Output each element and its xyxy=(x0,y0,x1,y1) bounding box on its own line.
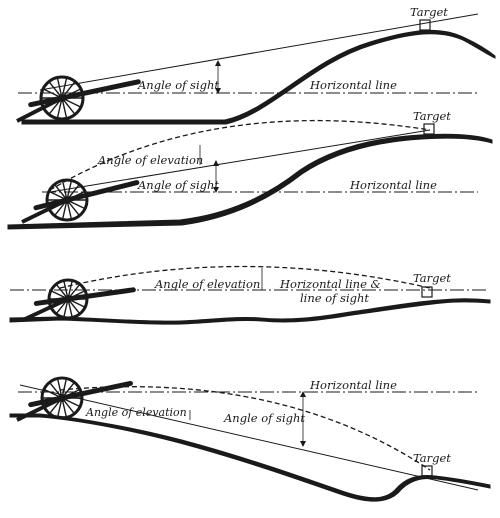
field-gun xyxy=(21,178,140,224)
target-label: Target xyxy=(413,451,451,465)
target-marker xyxy=(419,19,431,31)
arrowhead xyxy=(215,60,221,66)
angle-of-elevation-label: Angle of elevation xyxy=(154,277,260,291)
horizontal-line-label: Horizontal line xyxy=(309,78,397,92)
hill-ground xyxy=(7,133,493,230)
arrowhead xyxy=(213,160,219,166)
target-marker xyxy=(423,123,435,135)
line-of-sight xyxy=(49,129,431,193)
field-gun xyxy=(16,75,141,123)
horizontal-line-label-2: line of sight xyxy=(300,291,369,305)
ground xyxy=(9,298,491,325)
angle-of-elevation-label: Angle of elevation xyxy=(85,406,187,419)
angle-of-sight-label: Angle of sight xyxy=(137,178,219,192)
valley-ground xyxy=(9,413,491,502)
angle-of-elevation-label: Angle of elevation xyxy=(97,153,203,167)
cannons-layer xyxy=(16,75,141,422)
panel-target-below: Horizontal line Angle of elevation Angle… xyxy=(9,378,491,502)
horizontal-line-label: Horizontal line xyxy=(309,378,397,392)
arrowhead xyxy=(300,441,306,447)
arrowhead xyxy=(213,187,219,193)
panel-elevation-and-sight: Target Angle of elevation Angle of sight… xyxy=(7,109,493,230)
horizontal-line-label-1: Horizontal line & xyxy=(279,277,381,291)
target-marker xyxy=(421,286,433,298)
line-of-sight xyxy=(19,384,479,491)
arrowhead xyxy=(300,391,306,397)
line-of-sight xyxy=(39,13,479,91)
arrowhead xyxy=(215,88,221,94)
panel-level-target: Target Angle of elevation Horizontal lin… xyxy=(9,265,491,325)
wheel-hub xyxy=(63,196,71,204)
target-marker xyxy=(421,465,433,477)
gun-barrel xyxy=(33,287,136,306)
field-gun xyxy=(22,278,136,322)
trajectory xyxy=(59,265,431,289)
target-label: Target xyxy=(410,5,448,19)
field-gun xyxy=(16,376,133,422)
angle-of-sight-label: Angle of sight xyxy=(223,411,305,425)
wheel-hub xyxy=(64,295,72,303)
horizontal-line-label: Horizontal line xyxy=(349,178,437,192)
wheel-hub xyxy=(58,94,66,102)
hill-ground xyxy=(21,29,496,125)
target-label: Target xyxy=(413,109,451,123)
wheel-hub xyxy=(58,394,66,402)
gun-barrel xyxy=(28,79,141,108)
trajectory xyxy=(49,119,431,191)
panel-angle-of-sight: Target Angle of sight Horizontal line xyxy=(18,5,496,125)
angle-of-sight-label: Angle of sight xyxy=(137,78,219,92)
target-label: Target xyxy=(413,271,451,285)
